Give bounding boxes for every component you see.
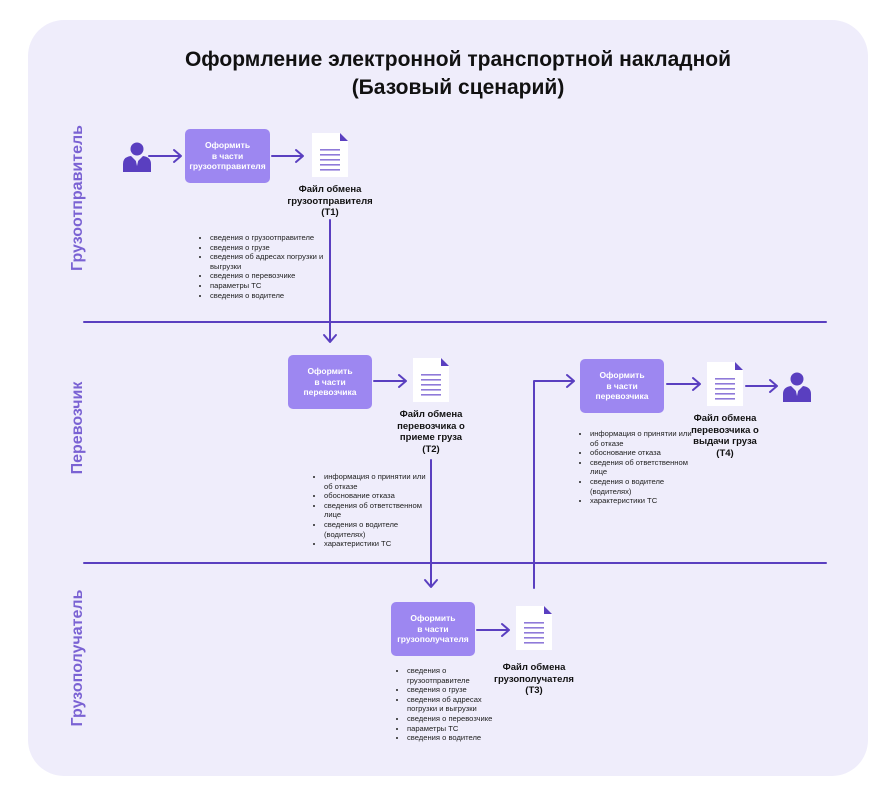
list-item: обоснование отказа	[590, 448, 698, 458]
file-label-line: Файл обмена	[399, 409, 463, 420]
file-label-line: перевозчика о	[691, 424, 759, 436]
document-icon-t1	[312, 133, 348, 177]
box-line: грузополучателя	[397, 634, 469, 645]
box-line: Оформить	[599, 370, 645, 381]
list-item: сведения о водителе (водителях)	[590, 477, 698, 496]
file-label-line: выдачи груза	[693, 436, 757, 447]
box-line: перевозчика	[595, 391, 649, 402]
list-item: характеристики ТС	[590, 496, 698, 506]
list-carrier-delivery-data: информация о принятии или об отказе обос…	[581, 429, 698, 506]
box-line: в части	[417, 623, 449, 634]
box-line: в части	[314, 376, 346, 387]
list-item: сведения о грузоотправителе	[210, 233, 334, 243]
file-label-line: (Т2)	[422, 443, 440, 455]
document-icon-t2	[413, 358, 449, 402]
list-item: сведения о перевозчике	[407, 714, 511, 724]
person-icon-consignee	[783, 372, 811, 402]
file-label-t4: Файл обмена перевозчика о выдачи груза (…	[670, 413, 780, 459]
box-line: в части	[211, 150, 244, 161]
list-item: сведения о перевозчике	[210, 271, 334, 281]
file-label-line: Файл обмена	[298, 184, 362, 195]
list-item: сведения о грузе	[210, 243, 334, 253]
list-item: сведения об ответственном лице	[324, 501, 432, 520]
list-item: сведения о грузе	[407, 685, 511, 695]
list-item: параметры ТС	[210, 281, 334, 291]
file-label-t1: Файл обмена грузоотправителя (Т1)	[270, 184, 390, 219]
list-consignee-data: сведения о грузоотправителе сведения о г…	[398, 666, 511, 743]
list-item: сведения о водителе	[407, 733, 511, 743]
file-label-t3: Файл обмена грузополучателя (Т3)	[476, 662, 592, 697]
list-carrier-accept-data: информация о принятии или об отказе обос…	[315, 472, 432, 549]
list-item: информация о принятии или об отказе	[590, 429, 698, 448]
file-label-line: грузополучателя	[494, 673, 574, 685]
file-label-line: Файл обмена	[693, 413, 757, 424]
list-item: сведения об ответственном лице	[590, 458, 698, 477]
file-label-line: (Т4)	[716, 447, 734, 459]
file-label-line: приеме груза	[399, 432, 463, 443]
list-item: информация о принятии или об отказе	[324, 472, 432, 491]
document-icon-t3	[516, 606, 552, 650]
box-line: Оформить	[307, 366, 353, 377]
list-shipper-data: сведения о грузоотправителе сведения о г…	[201, 233, 334, 300]
document-icon-t4	[707, 362, 743, 406]
file-label-line: перевозчика о	[397, 420, 465, 432]
title-line-1: Оформление электронной транспортной накл…	[184, 48, 732, 71]
file-label-line: грузоотправителя	[287, 195, 373, 207]
box-line: грузоотправителя	[189, 161, 266, 172]
file-label-line: (Т1)	[321, 207, 339, 218]
list-item: характеристики ТС	[324, 539, 432, 549]
list-item: сведения об адресах погрузки и выгрузки	[210, 252, 334, 271]
file-label-line: Файл обмена	[502, 662, 566, 673]
box-line: в части	[606, 380, 638, 391]
box-line: перевозчика	[303, 387, 357, 398]
list-item: обоснование отказа	[324, 491, 432, 501]
file-label-line: (Т3)	[525, 685, 543, 696]
box-line: Оформить	[410, 613, 456, 624]
person-icon-shipper	[123, 142, 151, 172]
list-item: параметры ТС	[407, 724, 511, 734]
box-line: Оформить	[204, 140, 251, 151]
title-line-2: (Базовый сценарий)	[351, 76, 565, 99]
list-item: сведения о водителе	[210, 291, 334, 301]
file-label-t2: Файл обмена перевозчика о приеме груза (…	[376, 409, 486, 455]
diagram-title: Оформление электронной транспортной накл…	[120, 46, 796, 102]
list-item: сведения об адресах погрузки и выгрузки	[407, 695, 511, 714]
list-item: сведения о водителе (водителях)	[324, 520, 432, 539]
list-item: сведения о грузоотправителе	[407, 666, 511, 685]
